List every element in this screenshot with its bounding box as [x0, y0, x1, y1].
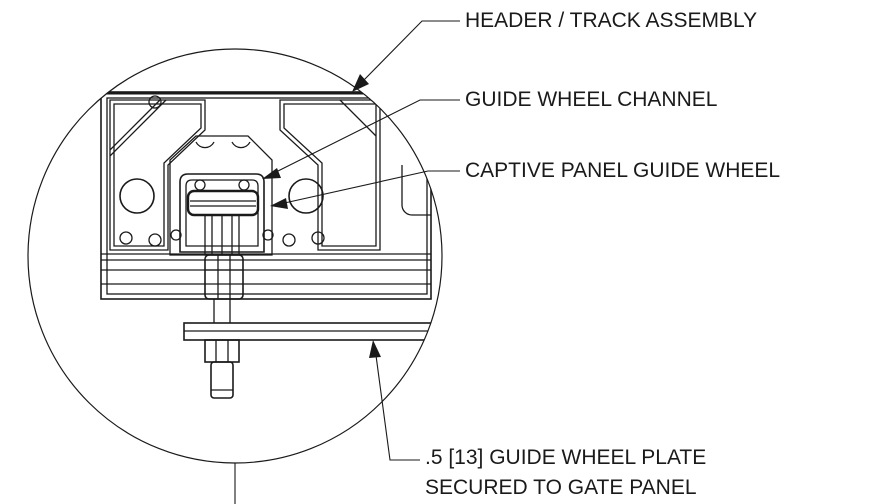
leader-guide-wheel: [279, 170, 460, 205]
callout-plate-line1: .5 [13] GUIDE WHEEL PLATE: [425, 446, 707, 469]
arrow-header-track: [352, 74, 369, 92]
left-bolt-hole: [119, 178, 155, 214]
leader-guide-channel: [269, 99, 460, 176]
assembly-detail: [100, 91, 432, 399]
right-side-plate: [279, 99, 381, 251]
left-side-plate: [109, 99, 206, 251]
leader-header-track: [360, 20, 460, 84]
leader-lines: [234, 20, 460, 504]
lower-nut: [204, 339, 240, 363]
center-bracket: [169, 135, 273, 256]
hex-nut-upper: [204, 254, 244, 300]
threaded-stud: [210, 361, 234, 399]
callout-captive-guide-wheel: CAPTIVE PANEL GUIDE WHEEL: [465, 159, 781, 182]
guide-wheel-channel: [179, 173, 265, 253]
arrow-guide-wheel: [270, 198, 288, 209]
arrow-guide-channel: [262, 168, 281, 179]
callout-guide-wheel-channel: GUIDE WHEEL CHANNEL: [465, 88, 718, 111]
captive-guide-wheel: [186, 189, 260, 217]
arrowheads: [262, 74, 381, 358]
callout-header-track: HEADER / TRACK ASSEMBLY: [465, 9, 758, 32]
leader-plate: [374, 347, 420, 461]
arrow-plate: [369, 340, 381, 358]
header-housing: [100, 91, 432, 300]
callout-plate-line2: SECURED TO GATE PANEL: [425, 476, 697, 499]
right-bolt-hole: [288, 178, 324, 214]
